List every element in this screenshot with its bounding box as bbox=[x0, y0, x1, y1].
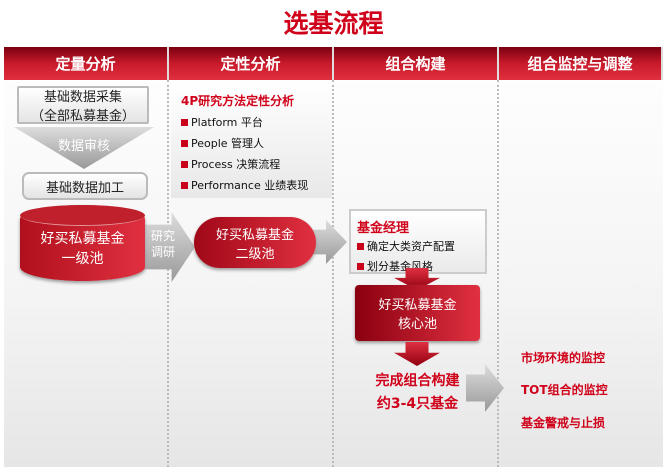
research-line: 调研 bbox=[151, 245, 176, 259]
level1-pool-cylinder: 好买私募基金 一级池 bbox=[20, 205, 145, 281]
fund-manager-title: 基金经理 bbox=[357, 221, 410, 236]
qualitative-box: 4P研究方法定性分析 Platform 平台 People 管理人 Proces… bbox=[171, 84, 332, 198]
header-monitoring: 组合监控与调整 bbox=[499, 47, 663, 80]
header-construction: 组合构建 bbox=[334, 47, 499, 80]
pool2-label: 好买私募基金 bbox=[215, 227, 294, 243]
research-line: 研究 bbox=[151, 229, 176, 243]
cylinder-top bbox=[20, 205, 145, 226]
monitor-item: TOT组合的监控 bbox=[521, 383, 608, 397]
data-collection-scope: （全部私募基金） bbox=[30, 109, 135, 124]
pool1-label: 好买私募基金 bbox=[40, 231, 125, 247]
qualitative-title: 4P研究方法定性分析 bbox=[181, 94, 295, 108]
header-qualitative: 定性分析 bbox=[169, 47, 334, 80]
qualitative-item: People 管理人 bbox=[181, 135, 332, 151]
divider bbox=[167, 80, 169, 467]
result-line: 完成组合构建 bbox=[375, 373, 460, 389]
qualitative-item: Performance 业绩表现 bbox=[181, 177, 332, 193]
monitor-item: 基金警戒与止损 bbox=[521, 416, 606, 430]
data-audit-label: 数据审核 bbox=[57, 139, 110, 154]
data-collection-box: 基础数据采集 （全部私募基金） bbox=[17, 86, 149, 124]
core-pool-level: 核心池 bbox=[397, 317, 437, 332]
manager-item: 确定大类资产配置 bbox=[357, 238, 485, 254]
monitor-item: 市场环境的监控 bbox=[521, 351, 606, 365]
qualitative-item: Process 决策流程 bbox=[181, 156, 332, 172]
construction-result: 完成组合构建 约3-4只基金 bbox=[355, 370, 480, 416]
pool2-level: 二级池 bbox=[235, 246, 275, 262]
data-processing-box: 基础数据加工 bbox=[22, 172, 148, 200]
core-pool-label: 好买私募基金 bbox=[378, 298, 457, 313]
core-pool-cylinder: 好买私募基金 核心池 bbox=[355, 285, 480, 341]
page-title: 选基流程 bbox=[283, 9, 384, 38]
research-label: 研究调研 bbox=[151, 228, 183, 260]
fund-manager-box: 基金经理 确定大类资产配置 划分基金风格 bbox=[349, 209, 487, 274]
result-line: 约3-4只基金 bbox=[376, 396, 459, 412]
divider bbox=[497, 80, 499, 467]
level2-pool: 好买私募基金 二级池 bbox=[194, 217, 316, 268]
divider bbox=[332, 80, 334, 467]
header-quantitative: 定量分析 bbox=[4, 47, 169, 80]
qualitative-item: Platform 平台 bbox=[181, 114, 332, 130]
pool1-level: 一级池 bbox=[61, 251, 104, 267]
data-collection-label: 基础数据采集 bbox=[43, 90, 122, 105]
